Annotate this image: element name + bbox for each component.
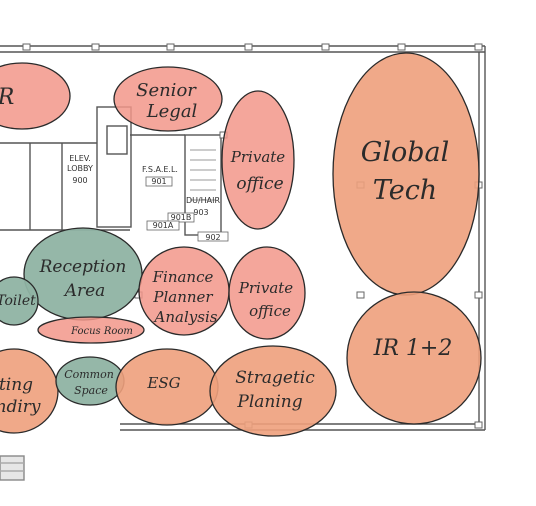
meeting-label-2: ndiry <box>0 397 41 417</box>
elev-lobby-label-2: LOBBY <box>67 164 93 173</box>
private-office-top-label-2: office <box>236 174 283 194</box>
bubble-private-office-top: Private office <box>221 90 295 230</box>
duhair-label: DU/HAIR <box>186 196 221 205</box>
esg-label: ESG <box>146 374 180 392</box>
bubble-senior-legal: Senior Legal <box>113 66 223 132</box>
bubble-finance: Finance Planner Analysis <box>138 246 230 336</box>
senior-legal-label-1: Senior <box>136 80 197 101</box>
finance-label-1: Finance <box>152 268 214 286</box>
bubble-toilet: Toilet <box>0 276 39 326</box>
bubble-global-tech: Global Tech <box>332 52 480 296</box>
fsael-label: F.S.A.E.L. <box>142 165 178 174</box>
strategic-label-2: Planing <box>236 392 302 412</box>
bubble-focus-room: Focus Room <box>37 316 145 344</box>
common-space-label-1: Common <box>64 368 114 381</box>
bubble-reception-area: Reception Area <box>23 227 143 321</box>
room-902-label: 902 <box>205 233 220 242</box>
global-tech-label-2: Tech <box>373 175 437 206</box>
room-901b-label: 901B <box>171 213 192 222</box>
fsael-number: 901 <box>151 177 166 186</box>
finance-label-2: Planner <box>152 288 213 306</box>
bubble-ir: IR 1+2 <box>346 291 482 425</box>
bubble-private-office-mid: Private office <box>228 246 306 340</box>
bubble-esg: ESG <box>115 348 219 426</box>
r-label: R <box>0 85 14 110</box>
bubble-strategic-planning: Stragetic Planing <box>209 345 337 437</box>
focus-room-label: Focus Room <box>70 326 133 337</box>
stair-treads <box>190 149 216 201</box>
room-903-label: 903 <box>193 208 208 217</box>
global-tech-label-1: Global <box>361 137 449 168</box>
private-office-top-label-1: Private <box>230 148 286 166</box>
reception-label-2: Area <box>63 281 106 301</box>
bubble-r: R <box>0 62 71 130</box>
elev-lobby-label-1: ELEV. <box>69 154 91 163</box>
reception-label-1: Reception <box>39 257 127 277</box>
room-901a-label: 901A <box>153 221 174 230</box>
private-office-mid-label-2: office <box>249 302 291 320</box>
finance-label-3: Analysis <box>153 308 218 326</box>
senior-legal-label-2: Legal <box>146 101 198 122</box>
strategic-label-1: Stragetic <box>235 368 315 388</box>
meeting-label-1: ting <box>0 375 33 395</box>
common-space-label-2: Space <box>74 384 108 397</box>
private-office-mid-label-1: Private <box>238 279 294 297</box>
ir-label: IR 1+2 <box>373 336 453 361</box>
bubble-meeting: ting ndiry <box>0 348 59 434</box>
elev-lobby-number: 900 <box>72 176 87 185</box>
bubble-common-space: Common Space <box>55 356 125 406</box>
toilet-label: Toilet <box>0 293 36 309</box>
